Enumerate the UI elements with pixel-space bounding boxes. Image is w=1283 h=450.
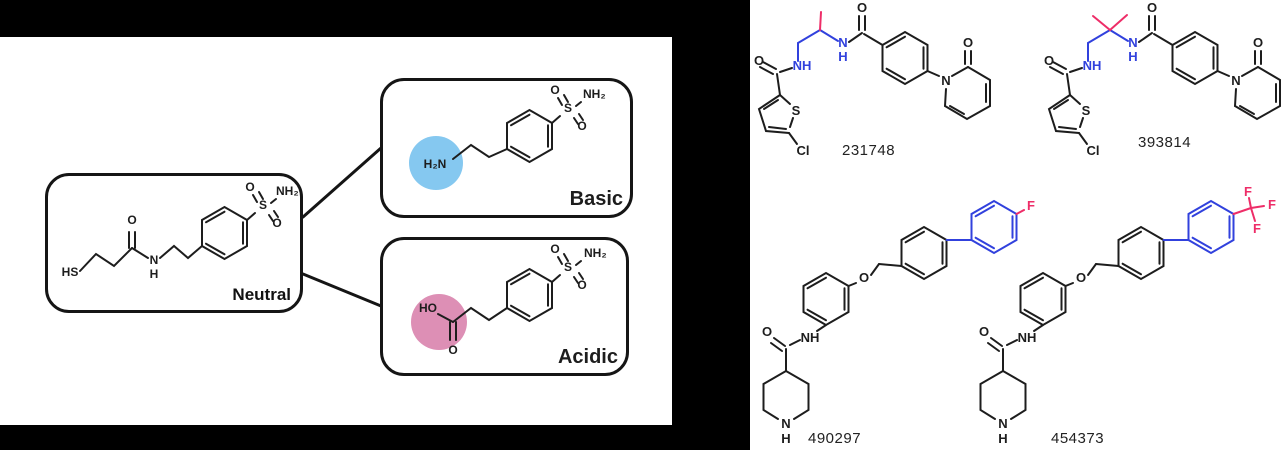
biphenyl-ring-blue <box>1162 199 1235 255</box>
analogs-panel: O NH N H O S Cl N O 231748 <box>750 0 1283 450</box>
atom-label-nh: NH <box>1083 58 1102 73</box>
atom-label-o1: O <box>550 242 559 256</box>
ionization-scheme-panel: HS O N H S O O NH₂ Neutral <box>0 37 672 425</box>
atom-label-o-amide: O <box>754 53 764 68</box>
bond-lines <box>979 225 1165 420</box>
neutral-label: Neutral <box>232 285 291 304</box>
atom-label-o-ether: O <box>1076 270 1086 285</box>
acidic-label: Acidic <box>558 346 618 368</box>
atom-label-h2n: H₂N <box>424 157 447 171</box>
atom-label-n-piperidine: N <box>998 416 1007 431</box>
atom-label-o-amide: O <box>979 324 989 339</box>
atom-label-o: O <box>127 213 136 227</box>
atom-label-f2: F <box>1268 197 1276 212</box>
atom-label-n-pyridone: N <box>941 73 950 88</box>
atom-label-o2: O <box>577 119 586 133</box>
amine-highlight-circle <box>409 136 463 190</box>
molecule-id-label: 393814 <box>1138 134 1191 151</box>
linker-bonds-blue <box>1087 29 1129 62</box>
atom-label-nh: NH <box>1018 330 1037 345</box>
bond-lines <box>437 253 584 341</box>
bond-lines <box>757 15 991 145</box>
atom-label-nh2: NH₂ <box>276 184 299 198</box>
atom-label-o-benzamide: O <box>857 3 867 15</box>
atom-label-h: H <box>838 49 847 64</box>
connector-lines <box>301 146 383 308</box>
neutral-structure: HS O N H S O O NH₂ Neutral <box>62 180 299 304</box>
methyl-bond-pink <box>819 11 822 31</box>
basic-structure: H₂N S O O NH₂ Basic <box>409 83 623 210</box>
atom-label-o1: O <box>550 83 559 97</box>
atom-label-h: H <box>1128 49 1137 64</box>
atom-label-nh: NH <box>801 330 820 345</box>
basic-label: Basic <box>570 188 623 210</box>
molecule-id-label: 231748 <box>842 142 895 159</box>
atom-label-o-amide: O <box>762 324 772 339</box>
gem-dimethyl-bonds-pink <box>1092 14 1128 31</box>
atom-label-f: F <box>1027 198 1035 213</box>
molecule-structure-393814: O NH N H O S Cl N O 393814 <box>1044 3 1281 158</box>
molecule-structure-454373: O NH N H O F F F 454373 <box>979 185 1276 447</box>
atom-label-nh: NH <box>793 58 812 73</box>
atom-label-o-benzamide: O <box>1147 3 1157 15</box>
atom-label-f3: F <box>1253 221 1261 236</box>
atom-label-n-pyridone: N <box>1231 73 1240 88</box>
atom-label-hs: HS <box>62 265 79 279</box>
atom-label-o-amide: O <box>1044 53 1054 68</box>
molecule-structure-231748: O NH N H O S Cl N O 231748 <box>754 3 991 159</box>
basic-box: H₂N S O O NH₂ Basic <box>380 78 633 218</box>
atom-label-o-pyridone: O <box>1253 35 1263 50</box>
atom-label-n: N <box>150 253 159 267</box>
atom-label-o-ether: O <box>859 270 869 285</box>
atom-label-h-piperidine: H <box>998 431 1007 446</box>
atom-label-s: S <box>564 101 572 115</box>
bond-lines <box>452 94 584 164</box>
atom-label-nh2: NH₂ <box>584 246 607 260</box>
molecule-id-label: 490297 <box>808 430 861 447</box>
atom-label-f1: F <box>1244 185 1252 199</box>
molecule-structure-490297: O NH N H O F 490297 <box>762 198 1035 447</box>
atom-label-cl: Cl <box>797 143 810 158</box>
atom-label-cl: Cl <box>1087 143 1100 158</box>
atom-label-nh2: NH₂ <box>583 87 606 101</box>
atom-label-s: S <box>259 198 267 212</box>
bond-lines <box>79 191 279 272</box>
bond-lines <box>762 225 948 420</box>
atom-label-o2: O <box>577 278 586 292</box>
fluoro-bond-pink <box>1015 209 1025 215</box>
fork-lines <box>301 146 383 308</box>
bond-lines <box>1047 15 1281 145</box>
atom-label-s: S <box>1082 103 1091 118</box>
atom-label-h-piperidine: H <box>781 431 790 446</box>
neutral-box: HS O N H S O O NH₂ Neutral <box>45 173 303 313</box>
acidic-box: HO O S O O NH₂ Acidic <box>380 237 629 376</box>
linker-bonds-blue <box>797 29 839 62</box>
atom-label-ho: HO <box>419 301 437 315</box>
atom-label-s: S <box>564 260 572 274</box>
atom-label-n: N <box>838 35 847 50</box>
atom-label-o: O <box>448 343 457 357</box>
atom-label-h: H <box>150 267 159 281</box>
atom-label-o2: O <box>272 216 281 230</box>
acid-highlight-circle <box>411 294 467 350</box>
atom-label-n: N <box>1128 35 1137 50</box>
trifluoromethyl-bonds-pink <box>1232 197 1265 222</box>
molecule-id-label: 454373 <box>1051 430 1104 447</box>
atom-label-o1: O <box>245 180 254 194</box>
atom-label-s: S <box>792 103 801 118</box>
acidic-structure: HO O S O O NH₂ Acidic <box>411 242 618 368</box>
atom-label-n-piperidine: N <box>781 416 790 431</box>
atom-label-o-pyridone: O <box>963 35 973 50</box>
